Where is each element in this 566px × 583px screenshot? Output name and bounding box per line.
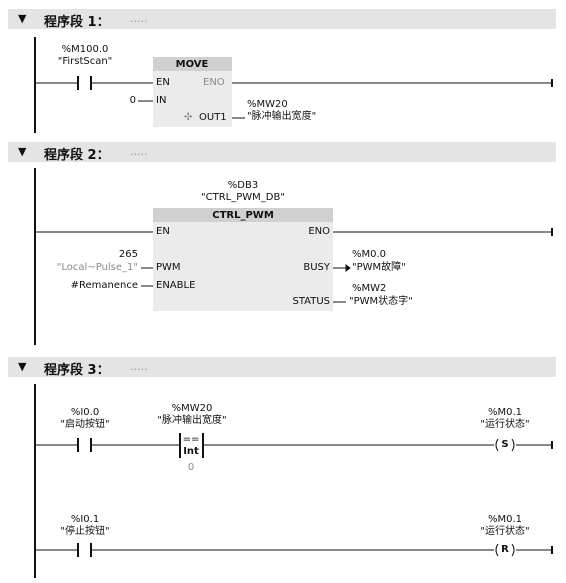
compare-type: Int (183, 446, 199, 457)
status-address: %MW2 (352, 283, 387, 294)
in-value[interactable]: 0 (129, 95, 136, 106)
status-tag[interactable]: "PWM状态字" (349, 296, 413, 307)
contact-tag[interactable]: "停止按钮" (60, 526, 110, 537)
normally-open-contact[interactable] (76, 541, 94, 559)
busy-address: %M0.0 (352, 249, 387, 260)
contact-address: %M100.0 (61, 44, 109, 55)
network-3-header[interactable]: ▼ 程序段 3： ..... (8, 357, 556, 378)
busy-tag[interactable]: "PWM故障" (352, 262, 406, 273)
pin-en: EN (156, 77, 170, 88)
out-tag[interactable]: "脉冲输出宽度" (247, 111, 317, 122)
pin-in: IN (156, 95, 167, 106)
contact-tag[interactable]: "FirstScan" (57, 56, 113, 67)
coil-address: %M0.1 (487, 514, 523, 525)
network-comment[interactable]: ..... (130, 360, 148, 373)
pin-out1: OUT1 (199, 112, 227, 123)
pwm-tag[interactable]: "Local~Pulse_1" (56, 262, 138, 273)
out-address: %MW20 (247, 99, 288, 110)
normally-open-contact[interactable] (76, 436, 94, 454)
pwm-value: 265 (118, 249, 138, 260)
network-2-header[interactable]: ▼ 程序段 2： ..... (8, 142, 556, 163)
collapse-triangle-icon[interactable]: ▼ (18, 145, 27, 158)
network-comment[interactable]: ..... (130, 12, 148, 25)
contact-address: %I0.0 (70, 407, 100, 418)
pin-enable: ENABLE (156, 280, 196, 291)
collapse-triangle-icon[interactable]: ▼ (18, 360, 27, 373)
ctrl-pwm-block[interactable] (153, 208, 333, 311)
coil-address: %M0.1 (487, 407, 523, 418)
network-title: 程序段 1： (44, 15, 110, 30)
pin-en: EN (156, 226, 170, 237)
pin-busy: BUSY (303, 262, 330, 273)
collapse-triangle-icon[interactable]: ▼ (18, 12, 27, 25)
set-coil[interactable]: S (501, 439, 509, 450)
enable-tag[interactable]: #Remanence (70, 280, 138, 291)
reset-coil[interactable]: R (501, 544, 509, 555)
instance-db-tag[interactable]: "CTRL_PWM_DB" (201, 192, 285, 203)
pin-eno: ENO (203, 77, 225, 88)
pin-status: STATUS (292, 296, 330, 307)
move-block[interactable] (153, 57, 232, 127)
contact-address: %I0.1 (70, 514, 100, 525)
network-1-header[interactable]: ▼ 程序段 1： ..... (8, 9, 556, 30)
add-output-icon[interactable]: ✣ (184, 112, 193, 123)
coil-tag[interactable]: "运行状态" (480, 526, 530, 537)
block-name: MOVE (175, 59, 209, 70)
contact-tag[interactable]: "启动按钮" (60, 419, 110, 430)
compare-tag[interactable]: "脉冲输出宽度" (157, 415, 227, 426)
block-name: CTRL_PWM (212, 210, 274, 221)
compare-operator: == (182, 434, 200, 445)
pin-eno: ENO (308, 226, 330, 237)
network-title: 程序段 2： (44, 148, 110, 163)
compare-value[interactable]: 0 (187, 462, 195, 473)
network-title: 程序段 3： (44, 363, 110, 378)
coil-tag[interactable]: "运行状态" (480, 419, 530, 430)
network-comment[interactable]: ..... (130, 145, 148, 158)
pin-pwm: PWM (156, 262, 181, 273)
compare-address: %MW20 (171, 403, 213, 414)
normally-open-contact[interactable] (76, 74, 94, 92)
instance-db-address: %DB3 (227, 180, 259, 191)
